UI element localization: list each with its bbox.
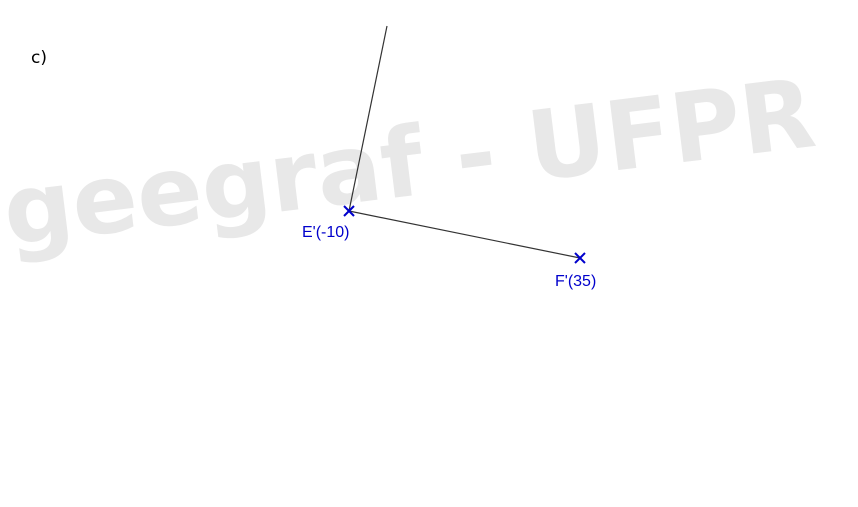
point-f-label: F'(35) [555, 273, 596, 290]
point-e-marker [343, 205, 355, 217]
part-label: c) [31, 48, 47, 68]
point-e: E'(-10) [302, 205, 355, 241]
ray-line [348, 25, 388, 212]
segment-e-f [348, 210, 581, 259]
point-e-label: E'(-10) [302, 224, 350, 241]
watermark: geegraf - UFPR [0, 57, 821, 268]
point-f-marker [574, 252, 586, 264]
point-f: F'(35) [555, 252, 596, 290]
